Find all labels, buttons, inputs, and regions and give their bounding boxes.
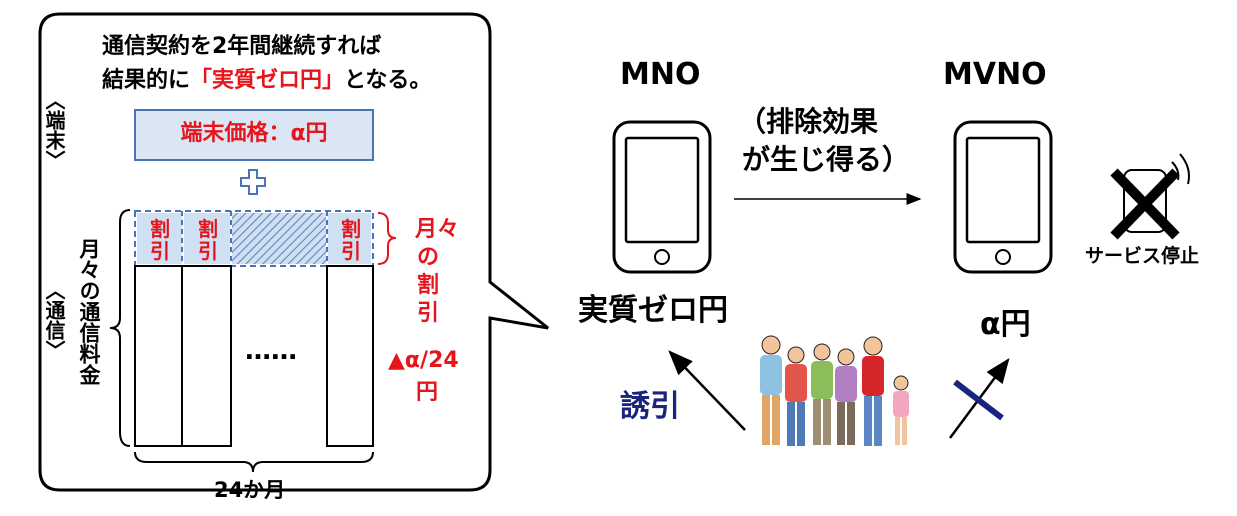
blocked-cross: [953, 379, 1004, 421]
terminal-price-label: 端末価格：α円: [180, 121, 328, 146]
discount-unit: 円: [416, 380, 439, 405]
callout-line-2-suffix: となる。: [344, 68, 432, 93]
discount-cell-1: [137, 213, 182, 264]
callout-line-2: 結果的に「実質ゼロ円」となる。: [102, 70, 431, 92]
mno-phone-icon: [612, 120, 712, 274]
discount-cell-last: [328, 213, 371, 264]
service-stop-icon: [1110, 153, 1190, 240]
callout-line-2-prefix: 結果的に: [102, 68, 191, 93]
exclusion-line-2: が生じ得る）: [742, 143, 911, 176]
exclusion-line-1: （排除効果: [738, 105, 879, 138]
service-stop-label: サービス停止: [1085, 245, 1200, 267]
callout-line-1: 通信契約を2年間継続すれば: [102, 34, 382, 59]
discount-cell-label-3: 割引: [341, 217, 361, 263]
monthly-discount-label: 月々の割引: [415, 217, 460, 326]
monthly-fee-label: 月々の通信料金: [77, 238, 101, 385]
plus-icon: [240, 169, 266, 195]
discount-amount: ▲α/24: [388, 348, 459, 373]
mno-price-label: 実質ゼロ円: [578, 293, 728, 328]
discount-brace: [377, 212, 397, 265]
columns-ellipsis: ……: [245, 336, 297, 366]
callout-highlight: 「実質ゼロ円」: [190, 68, 345, 93]
terminal-side-label: 〈端末〉: [42, 90, 66, 170]
monthly-fee-brace: [109, 209, 131, 447]
mvno-price-label: α円: [980, 307, 1031, 342]
discount-cell-label-2: 割引: [198, 217, 218, 263]
terminal-price-box: [134, 109, 374, 161]
mno-label: MNO: [620, 57, 701, 92]
months-label: 24か月: [214, 478, 286, 502]
months-brace: [134, 451, 374, 473]
induce-label: 誘引: [620, 389, 680, 424]
monthly-fee-columns: [134, 265, 374, 447]
discount-cell-2: [184, 213, 230, 264]
discount-cell-label-1: 割引: [150, 217, 170, 263]
induce-arrow: [668, 350, 746, 431]
family-illustration: [760, 335, 909, 446]
mvno-label: MVNO: [943, 57, 1047, 92]
mvno-phone-icon: [953, 120, 1053, 274]
discount-hatched-area: [232, 213, 326, 264]
comm-side-label: 〈通信〉: [42, 280, 66, 360]
